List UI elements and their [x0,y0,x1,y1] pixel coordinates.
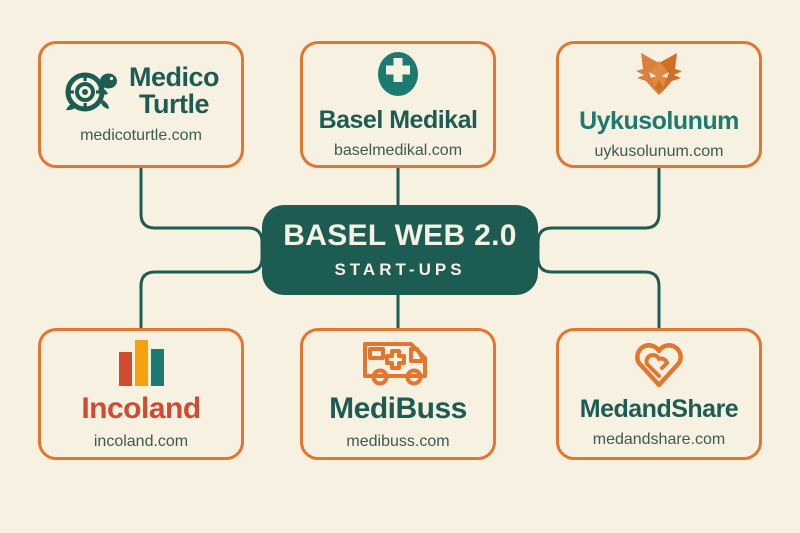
card-domain-medicoturtle[interactable]: medicoturtle.com [80,127,202,144]
card-medandshare[interactable]: MedandShare medandshare.com [556,328,762,460]
card-title-incoland: Incoland [81,391,201,425]
connector-medicoturtle [139,168,264,250]
bar-chart-icon [119,339,164,386]
connector-incoland [139,250,264,328]
medical-cross-circle-icon [378,51,418,96]
turtle-icon [65,72,117,112]
ambulance-icon [363,341,427,385]
card-incoland[interactable]: Incoland incoland.com [38,328,244,460]
heart-icon [635,343,683,388]
card-title-uykusolunum: Uykusolunum [579,106,739,135]
card-domain-incoland[interactable]: incoland.com [93,432,189,450]
card-domain-baselmedikal[interactable]: baselmedikal.com [333,141,463,159]
card-domain-medandshare[interactable]: medandshare.com [592,431,726,448]
card-medicoturtle[interactable]: Medico Turtle medicoturtle.com [38,41,244,168]
card-title-medicoturtle-line1: Medico [128,62,220,92]
card-baselmedikal[interactable]: Basel Medikal baselmedikal.com [300,41,496,168]
fox-head-icon [636,52,682,95]
card-title-medandshare: MedandShare [579,395,739,423]
card-medibuss[interactable]: MediBuss medibuss.com [300,328,496,460]
card-title-medibuss: MediBuss [329,391,467,425]
card-title-medicoturtle-line2: Turtle [138,89,210,119]
center-node-title: BASEL WEB 2.0 [283,218,517,252]
card-title-baselmedikal: Basel Medikal [318,105,478,134]
card-uykusolunum[interactable]: Uykusolunum uykusolunum.com [556,41,762,168]
center-node-subtitle: START-UPS [334,259,466,279]
center-node[interactable]: BASEL WEB 2.0 START-UPS [262,205,538,295]
card-domain-medibuss[interactable]: medibuss.com [346,432,450,450]
connector-medandshare [536,250,661,328]
logo-medicoturtle: Medico Turtle [63,62,220,119]
card-domain-uykusolunum[interactable]: uykusolunum.com [594,142,724,160]
connector-uykusolunum [536,168,661,250]
